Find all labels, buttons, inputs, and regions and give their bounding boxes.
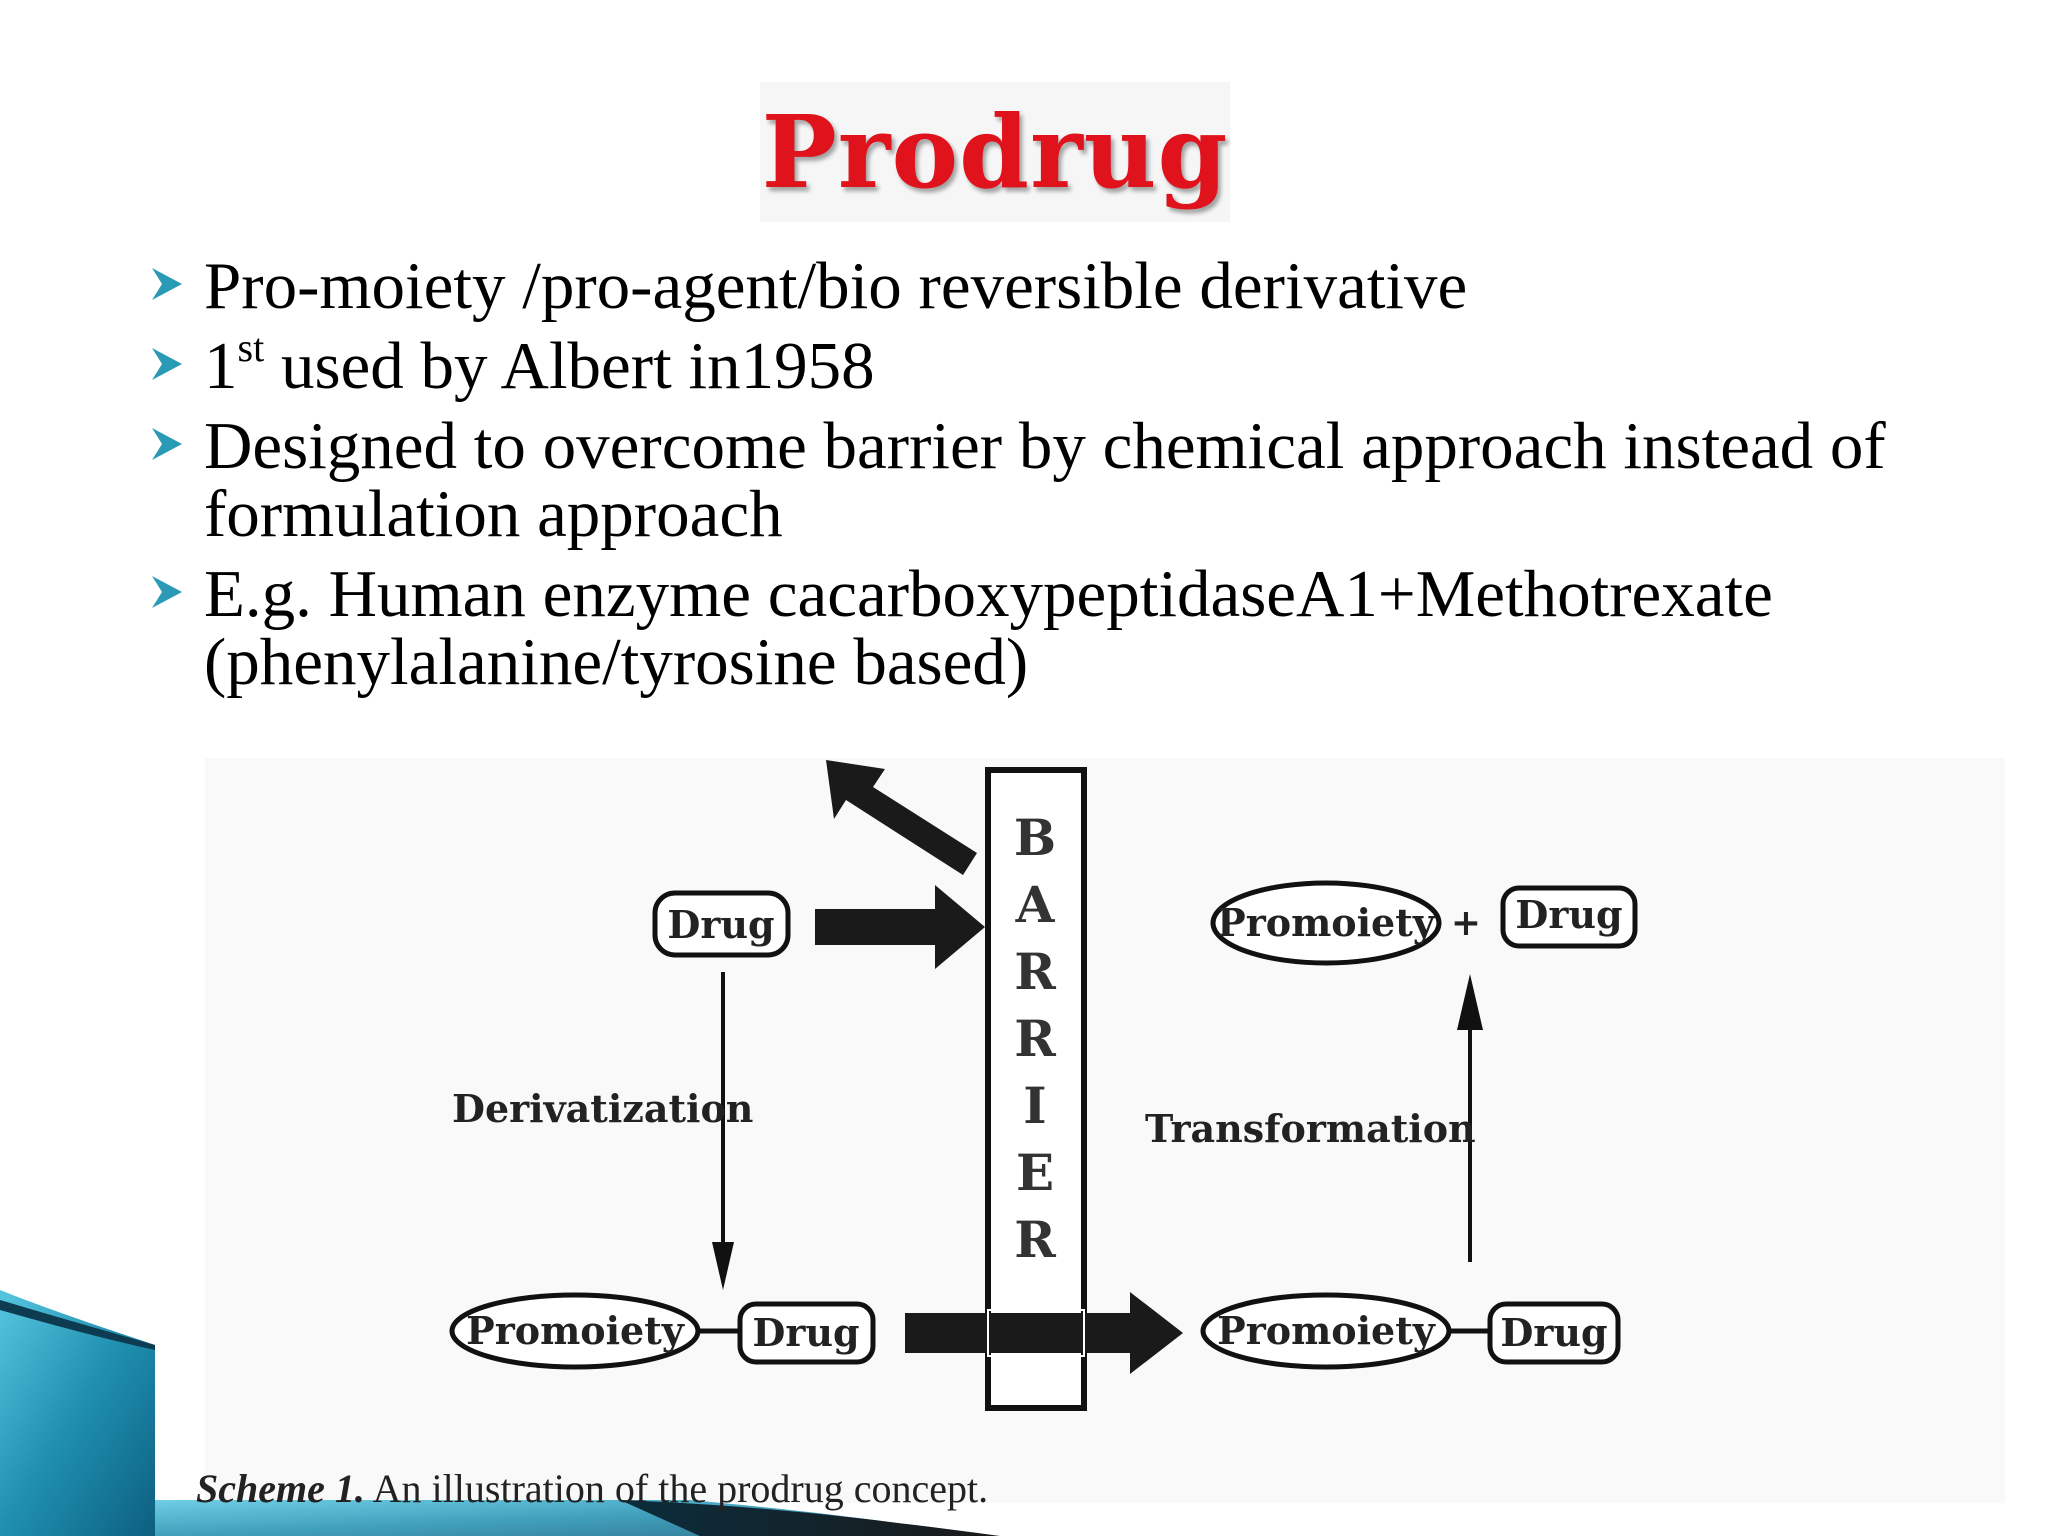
promoiety-label-left: Promoiety <box>466 1308 685 1353</box>
bullet-item: 1st used by Albert in1958 <box>150 327 1950 403</box>
down-arrowhead <box>712 1242 734 1290</box>
arrowhead-bullet-icon <box>152 428 182 460</box>
caption-text: An illustration of the prodrug concept. <box>372 1466 989 1511</box>
promoiety-label-top: Promoiety <box>1217 900 1436 945</box>
arrowhead-bullet-icon <box>152 348 182 380</box>
bullet-list: Pro-moiety /pro-agent/bio reversible der… <box>150 252 1950 708</box>
crossing-arrow <box>905 1292 1183 1374</box>
barrier-letter: A <box>1015 875 1056 934</box>
derivatization-label: Derivatization <box>452 1086 753 1131</box>
barrier-letter: I <box>1023 1076 1046 1135</box>
figure-panel <box>205 758 2005 1503</box>
bullet-text: E.g. Human enzyme cacarboxypeptidaseA1+M… <box>204 557 1773 699</box>
bullet-text: Designed to overcome barrier by chemical… <box>204 409 1886 551</box>
title-box: Prodrug <box>760 82 1230 222</box>
drug-box-top-right <box>1500 885 1638 949</box>
arrowhead-bullet-icon <box>152 576 182 608</box>
barrier-letter: R <box>1014 1210 1056 1269</box>
slide-title: Prodrug <box>761 93 1229 211</box>
caption-label: Scheme 1. <box>196 1466 365 1511</box>
drug-box-bottom-left <box>737 1301 876 1365</box>
drug-box-bottom-right <box>1487 1301 1621 1365</box>
barrier-overlap <box>987 1309 1085 1357</box>
barrier-box <box>985 767 1087 1411</box>
drug-label-bottom-right: Drug <box>1500 1310 1607 1355</box>
bullet-text-post: used by Albert in1958 <box>264 329 875 403</box>
bullet-text: Pro-moiety /pro-agent/bio reversible der… <box>204 249 1468 323</box>
drug-box-top <box>652 890 791 958</box>
barrier-letter: R <box>1014 942 1056 1001</box>
arrowhead-bullet-icon <box>152 268 182 300</box>
bullet-item: Pro-moiety /pro-agent/bio reversible der… <box>150 252 1950 320</box>
up-arrowhead <box>1457 974 1483 1030</box>
deflected-arrow <box>826 760 977 875</box>
dark-edge-swoosh <box>0 1300 155 1350</box>
barrier-letter: E <box>1016 1143 1054 1202</box>
figure-caption: Scheme 1. An illustration of the prodrug… <box>196 1465 988 1512</box>
promoiety-label-right: Promoiety <box>1217 1308 1436 1353</box>
plus-sign: + <box>1451 902 1481 944</box>
bullet-item: Designed to overcome barrier by chemical… <box>150 412 1950 548</box>
teal-swoosh <box>0 1290 155 1536</box>
promoiety-ellipse-top <box>1210 880 1442 966</box>
bullet-item: E.g. Human enzyme cacarboxypeptidaseA1+M… <box>150 560 1950 696</box>
transformation-label: Transformation <box>1145 1106 1476 1151</box>
drug-label-top: Drug <box>667 902 774 947</box>
barrier-letter: B <box>1014 808 1056 867</box>
blocked-arrow <box>815 885 985 969</box>
bullet-superscript: st <box>237 324 265 370</box>
drug-label-top-right: Drug <box>1515 892 1622 937</box>
bullet-text-pre: 1 <box>204 329 238 403</box>
drug-label-bottom-left: Drug <box>752 1310 859 1355</box>
dark-swoosh <box>620 1500 1000 1536</box>
barrier-letter: R <box>1014 1009 1056 1068</box>
